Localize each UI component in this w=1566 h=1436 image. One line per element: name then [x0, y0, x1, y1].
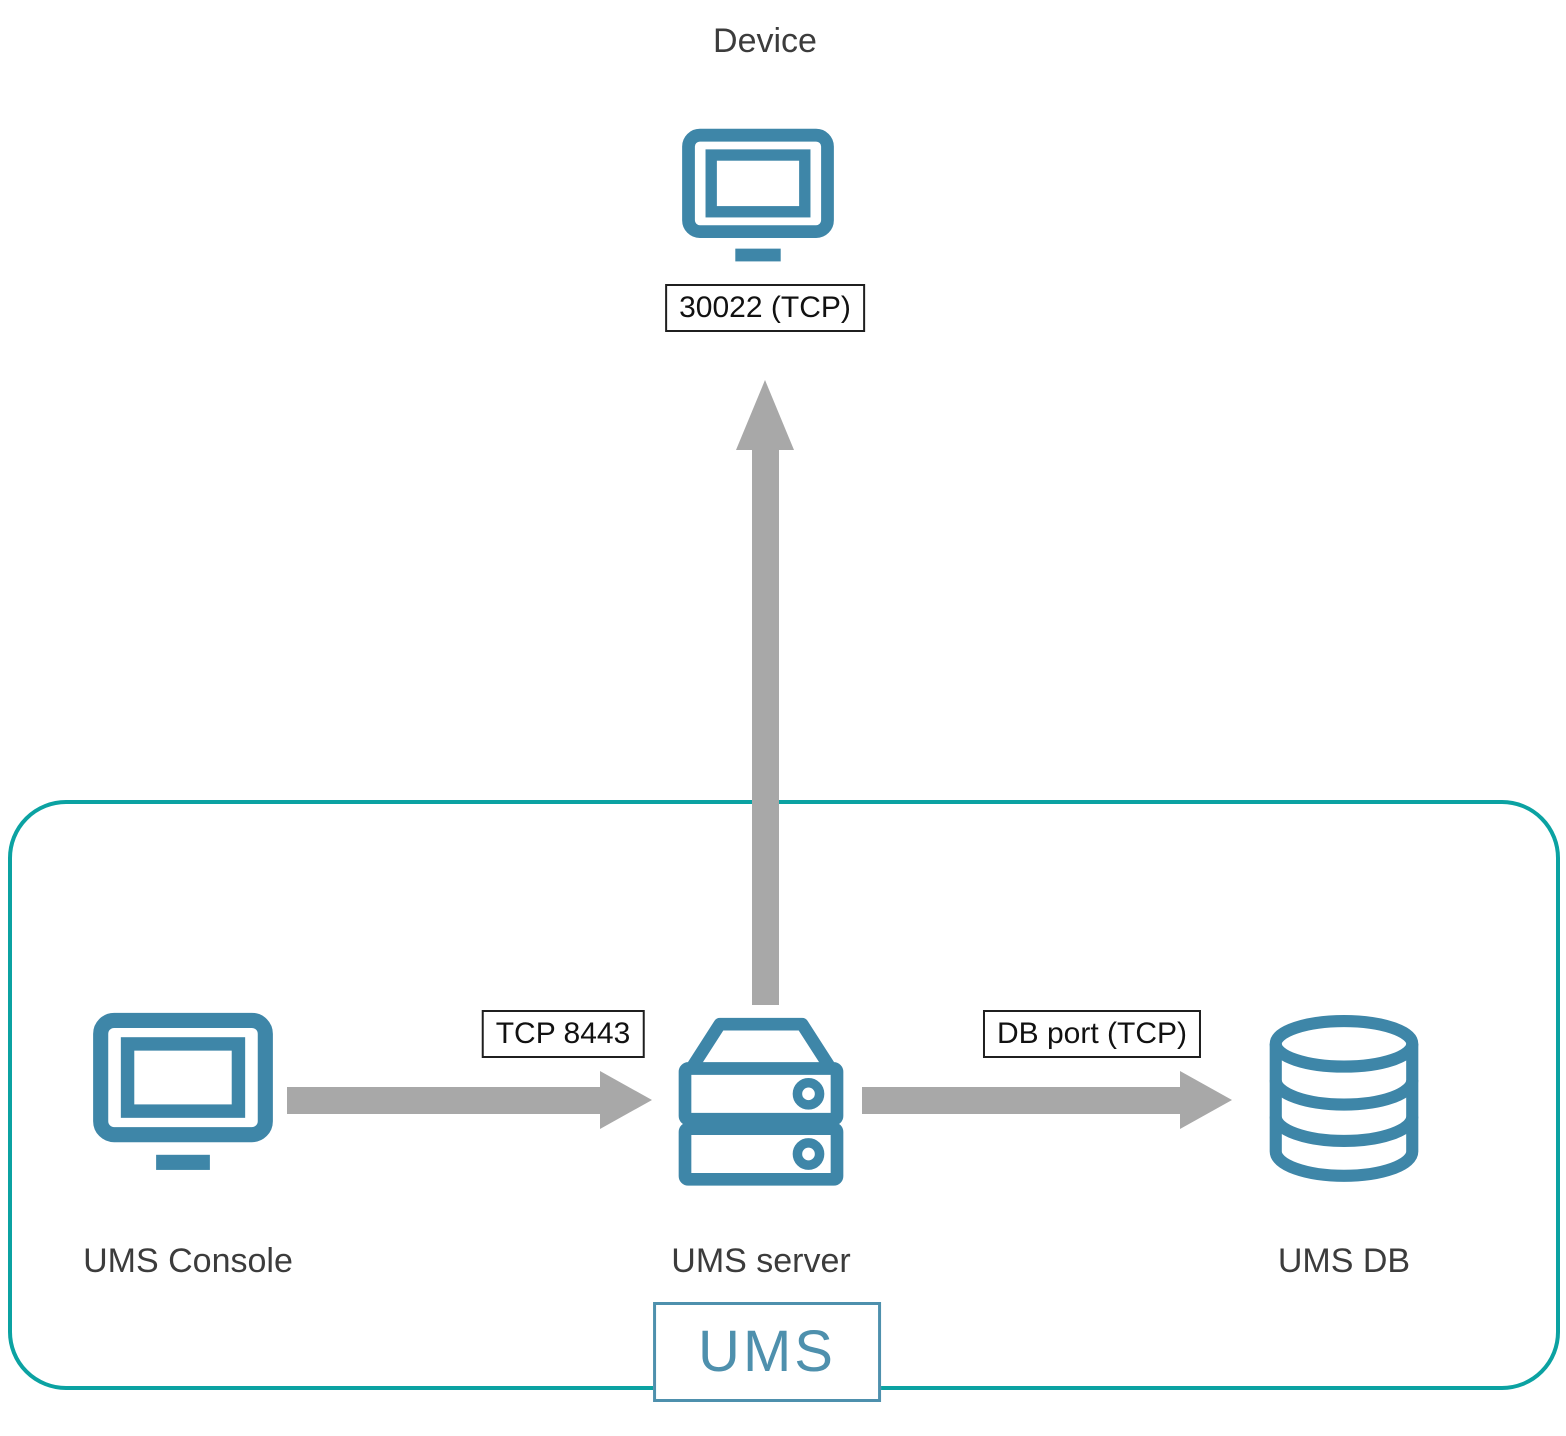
arrow-server-to-device	[736, 380, 794, 1005]
ums-badge: UMS	[653, 1302, 881, 1402]
port-label-db-port: DB port (TCP)	[982, 1010, 1202, 1058]
device-monitor-icon	[680, 124, 836, 274]
ums-db-icon	[1252, 1012, 1436, 1194]
ums-db-label: UMS DB	[1277, 1242, 1411, 1280]
port-label-30022: 30022 (TCP)	[665, 284, 865, 332]
port-label-tcp-8443: TCP 8443	[481, 1010, 645, 1058]
ums-server-label: UMS server	[671, 1242, 851, 1280]
ums-server-icon	[665, 1002, 857, 1192]
device-label: Device	[713, 22, 817, 60]
arrow-console-to-server	[287, 1071, 652, 1129]
ums-console-icon	[90, 1012, 276, 1180]
arrow-server-to-db	[862, 1071, 1232, 1129]
ums-console-label: UMS Console	[83, 1242, 293, 1280]
